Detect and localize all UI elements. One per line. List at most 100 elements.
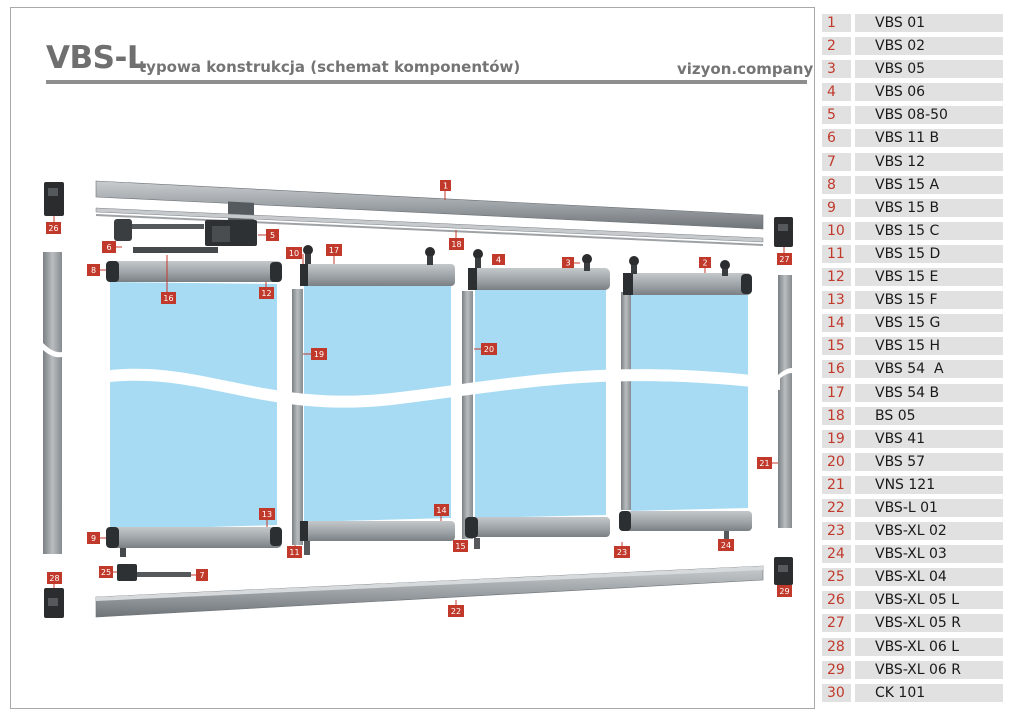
legend-part-name: VBS 15 E — [855, 268, 1003, 287]
legend-number: 19 — [822, 429, 851, 448]
brand-label: vizyon.company — [677, 60, 814, 78]
legend-number: 18 — [822, 406, 851, 425]
glass-panel-3 — [462, 249, 610, 549]
glass-panel-4 — [619, 256, 752, 540]
callout-28: 28 — [47, 572, 62, 584]
callout-23: 23 — [614, 546, 630, 558]
legend-number: 23 — [822, 522, 851, 541]
legend-number: 5 — [822, 106, 851, 125]
legend-number: 24 — [822, 545, 851, 564]
callout-25-label: 25 — [101, 568, 111, 577]
callout-6: 6 — [102, 241, 116, 253]
callout-25: 25 — [99, 566, 113, 578]
title-underline — [46, 80, 807, 84]
callout-4-label: 4 — [496, 256, 501, 265]
callout-21: 21 — [757, 457, 772, 469]
diagram-frame — [10, 7, 815, 709]
callout-16: 16 — [161, 292, 176, 304]
callout-5: 5 — [266, 229, 279, 241]
callout-10-label: 10 — [289, 249, 299, 258]
callout-27: 27 — [777, 253, 792, 265]
legend-part-name: VBS 11 B — [855, 129, 1003, 148]
legend-part-name: VBS-XL 03 — [855, 545, 1003, 564]
callout-26: 26 — [46, 222, 61, 234]
callout-2-label: 2 — [702, 259, 707, 268]
legend-number: 16 — [822, 360, 851, 379]
callout-7: 7 — [196, 569, 208, 581]
legend-number: 27 — [822, 614, 851, 633]
callout-21-label: 21 — [759, 459, 769, 468]
top-rail — [95, 180, 764, 230]
legend-number: 26 — [822, 591, 851, 610]
callout-14-label: 14 — [436, 506, 446, 515]
callout-22-label: 22 — [451, 607, 461, 616]
legend-number: 9 — [822, 198, 851, 217]
legend-part-name: VBS 54 A — [855, 360, 1003, 379]
callout-4: 4 — [492, 254, 505, 265]
callout-23-label: 23 — [617, 548, 627, 557]
legend-part-name: VBS 41 — [855, 429, 1003, 448]
legend-number: 6 — [822, 129, 851, 148]
legend-number: 22 — [822, 498, 851, 517]
legend-part-name: VBS 15 H — [855, 337, 1003, 356]
legend-part-name: VBS 05 — [855, 60, 1003, 79]
page-title: VBS-L — [46, 40, 147, 76]
legend-number: 1 — [822, 14, 851, 32]
legend-number: 2 — [822, 37, 851, 56]
callout-7-label: 7 — [199, 571, 204, 580]
callout-26-label: 26 — [48, 224, 58, 233]
end-cap-bottom-right — [774, 557, 793, 585]
callout-10: 10 — [286, 247, 302, 259]
callout-3: 3 — [562, 257, 574, 268]
bottom-rail — [95, 565, 764, 618]
legend-part-name: VBS 15 C — [855, 221, 1003, 240]
callout-14: 14 — [434, 504, 449, 516]
legend-number: 25 — [822, 568, 851, 587]
callout-1-label: 1 — [443, 182, 448, 191]
callout-12: 12 — [259, 287, 274, 299]
legend-number: 3 — [822, 60, 851, 79]
legend-part-name: VBS-XL 04 — [855, 568, 1003, 587]
legend-number: 10 — [822, 221, 851, 240]
end-cap-top-left — [44, 182, 64, 216]
legend-number: 14 — [822, 314, 851, 333]
legend-part-name: VBS-L 01 — [855, 498, 1003, 517]
legend-part-name: VBS-XL 05 L — [855, 591, 1003, 610]
right-side-profile — [778, 275, 792, 528]
callout-13-label: 13 — [262, 510, 272, 519]
callout-1: 1 — [440, 180, 451, 191]
callout-11: 11 — [287, 546, 302, 558]
callout-27-label: 27 — [779, 255, 789, 264]
legend-number: 12 — [822, 268, 851, 287]
legend-part-name: VBS 01 — [855, 14, 1003, 32]
legend-part-name: BS 05 — [855, 406, 1003, 425]
glass-panel-1 — [106, 261, 282, 557]
legend-part-name: VBS 15 D — [855, 244, 1003, 263]
callout-22: 22 — [448, 605, 464, 617]
legend-part-name: VBS-XL 06 L — [855, 637, 1003, 656]
bottom-carriage — [117, 564, 191, 581]
callout-17: 17 — [326, 244, 342, 256]
legend-part-name: VBS 15 B — [855, 198, 1003, 217]
callout-29-label: 29 — [779, 587, 789, 596]
legend-number: 29 — [822, 660, 851, 679]
legend-number: 21 — [822, 475, 851, 494]
callout-8-label: 8 — [91, 266, 96, 275]
